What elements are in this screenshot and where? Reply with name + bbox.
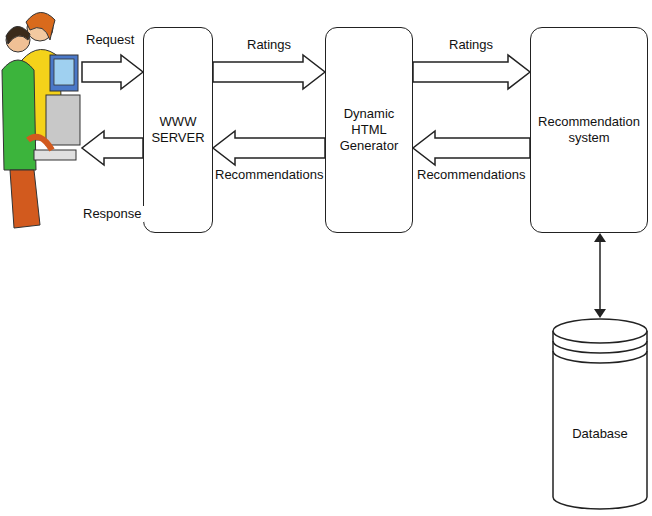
edge-label: Recommendations	[415, 167, 527, 183]
flow-label: Response	[81, 206, 144, 222]
flow-arrow	[413, 131, 530, 165]
flow-arrow	[213, 131, 325, 165]
request-arrow	[82, 55, 143, 89]
cylinder-outline	[552, 318, 648, 510]
recommender-box: Recommendation system	[530, 27, 648, 233]
database-cylinder: Database	[552, 318, 648, 510]
node-label: Recommendation system	[538, 114, 640, 147]
people-clipart	[2, 12, 80, 228]
flow-arrow	[413, 55, 530, 89]
flow-arrow	[213, 55, 325, 89]
node-label: Dynamic HTML Generator	[333, 106, 405, 155]
edge-label: Ratings	[245, 37, 293, 53]
flow-arrow	[594, 233, 606, 318]
flow-label: Request	[84, 32, 136, 48]
response-arrow	[82, 131, 143, 165]
generator-box: Dynamic HTML Generator	[325, 27, 413, 233]
edge-label: Ratings	[447, 37, 495, 53]
server-box: WWW SERVER	[143, 27, 213, 233]
node-label: WWW SERVER	[151, 114, 205, 147]
node-label: Database	[572, 426, 628, 442]
edge-label: Recommendations	[213, 167, 325, 183]
